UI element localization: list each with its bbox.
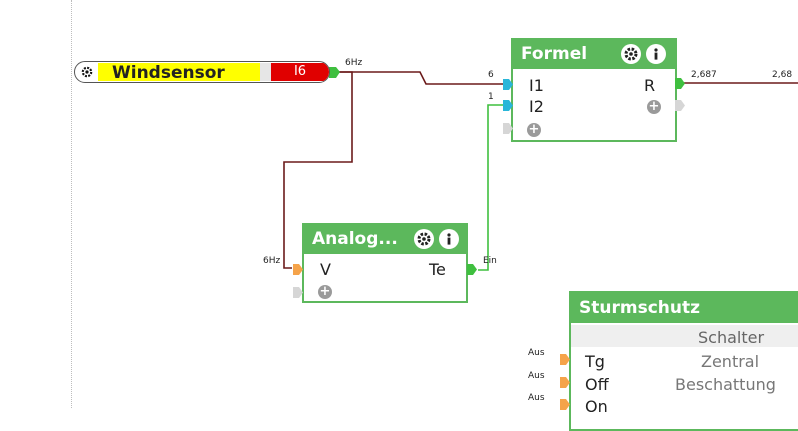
gear-icon[interactable] — [81, 66, 93, 78]
sensor-name: Windsensor — [112, 63, 225, 83]
gear-icon[interactable] — [414, 229, 434, 249]
sturmschutz-input-on[interactable]: On — [585, 397, 608, 416]
sturmschutz-on-value: Aus — [528, 393, 545, 403]
windsensor-input-node[interactable]: Windsensor I6 — [74, 61, 330, 83]
formel-input-i1[interactable]: I1 — [529, 76, 544, 95]
wire-sensor-analog — [283, 71, 353, 269]
formel-header[interactable]: Formel — [513, 40, 675, 69]
sensor-output-value: 6Hz — [345, 58, 363, 68]
sturmschutz-off-value: Aus — [528, 371, 545, 381]
formel-input-i2[interactable]: I2 — [529, 97, 544, 116]
formel-i2-value: 1 — [488, 92, 494, 102]
sturmschutz-off-pin[interactable] — [560, 377, 570, 388]
wire-analog-formel — [478, 104, 504, 271]
analog-te-output-pin[interactable] — [467, 264, 477, 275]
wire-sensor-formel — [338, 71, 504, 85]
connection-wires — [283, 67, 798, 271]
analog-v-pin[interactable] — [293, 264, 303, 275]
sturmschutz-tg-pin[interactable] — [560, 354, 570, 365]
analog-output-value: Ein — [483, 256, 497, 266]
sensor-group-address: I6 — [271, 63, 329, 81]
formel-i1-pin[interactable] — [503, 79, 513, 90]
analog-input-value: 6Hz — [263, 256, 281, 266]
sturmschutz-column-header: Schalter — [698, 328, 765, 347]
sturmschutz-header[interactable]: Sturmschutz — [571, 293, 798, 323]
formel-title: Formel — [521, 44, 588, 64]
analog-block[interactable]: Analog... V Te + — [302, 223, 468, 303]
analog-add-input-pin[interactable] — [293, 287, 303, 298]
formel-add-output-pin[interactable] — [675, 100, 685, 111]
formel-output-value: 2,687 — [691, 70, 717, 80]
formel-add-input-pin[interactable] — [503, 123, 513, 134]
plus-icon[interactable]: + — [318, 284, 332, 299]
sturmschutz-title: Sturmschutz — [579, 298, 700, 318]
formel-block[interactable]: Formel I1 I2 R + + — [511, 38, 677, 142]
info-icon[interactable] — [646, 44, 666, 64]
sturmschutz-target-tg: Zentral — [701, 352, 760, 371]
formel-r-output-pin[interactable] — [675, 78, 685, 89]
sturmschutz-on-pin[interactable] — [560, 399, 570, 410]
formel-i2-pin[interactable] — [503, 100, 513, 111]
sturmschutz-block[interactable]: Sturmschutz Schalter Tg Off On Zentral B… — [569, 291, 798, 431]
gear-icon[interactable] — [621, 44, 641, 64]
info-icon[interactable] — [439, 229, 459, 249]
analog-output-te[interactable]: Te — [429, 260, 446, 279]
canvas-guide-line — [71, 0, 72, 408]
sturmschutz-target-off: Beschattung — [675, 375, 776, 394]
formel-i1-value: 6 — [488, 70, 494, 80]
next-input-value: 2,68 — [772, 70, 793, 80]
plus-icon[interactable]: + — [527, 122, 541, 137]
analog-header[interactable]: Analog... — [304, 225, 466, 254]
plus-icon[interactable]: + — [647, 99, 661, 114]
sensor-output-pin — [329, 67, 340, 78]
analog-title: Analog... — [312, 229, 398, 249]
formel-output-r[interactable]: R — [644, 76, 656, 95]
analog-input-v[interactable]: V — [320, 260, 331, 279]
sturmschutz-input-tg[interactable]: Tg — [585, 352, 605, 371]
sturmschutz-input-off[interactable]: Off — [585, 375, 609, 394]
sturmschutz-tg-value: Aus — [528, 348, 545, 358]
